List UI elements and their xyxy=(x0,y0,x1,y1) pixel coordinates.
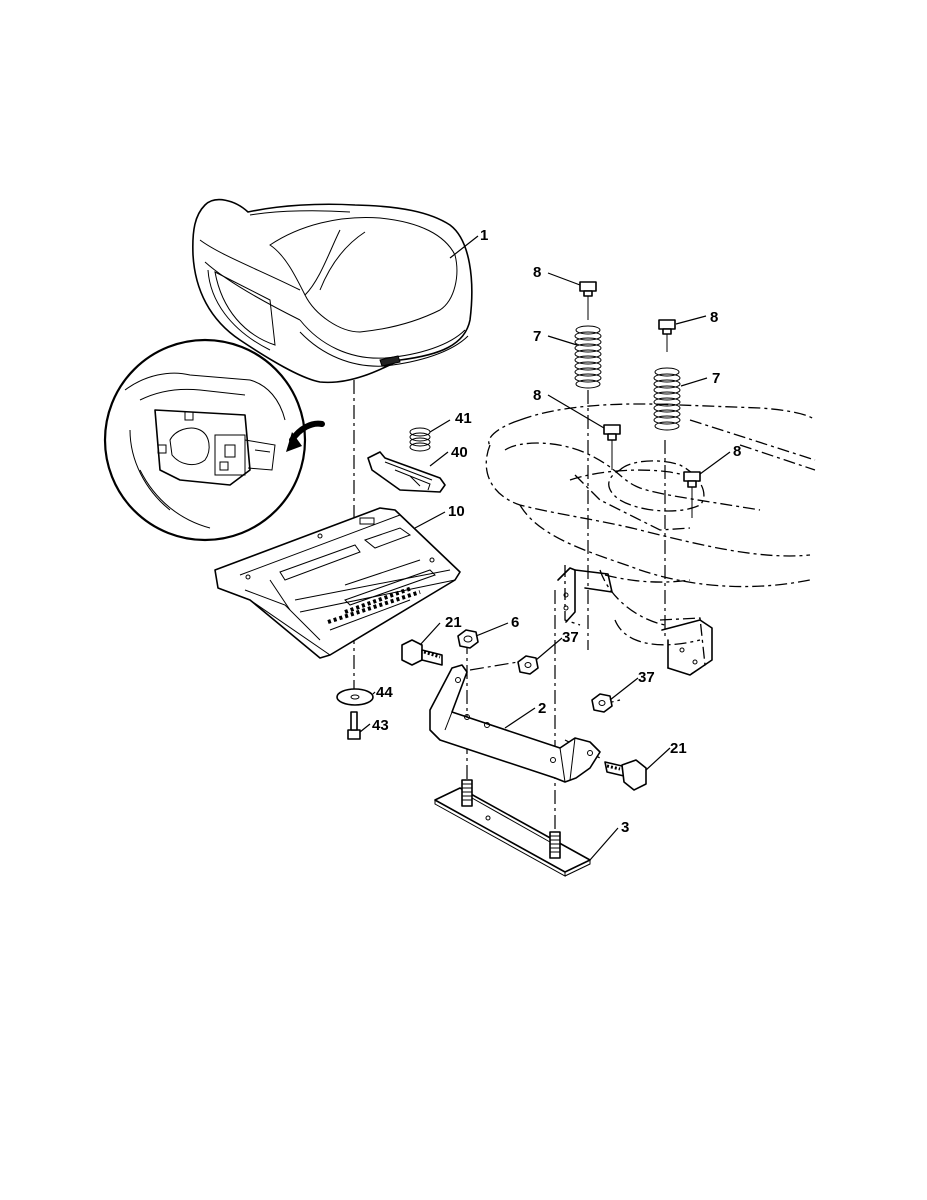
frame-outline xyxy=(485,403,816,677)
callout-6: 6 xyxy=(511,614,519,631)
callout-7-left: 7 xyxy=(533,328,541,345)
leader-lines xyxy=(359,235,731,861)
callout-8-top-left: 8 xyxy=(533,264,541,281)
bolt-8-top-left xyxy=(579,281,597,320)
callout-8-top-right: 8 xyxy=(710,309,718,326)
latch-plate-40 xyxy=(367,451,446,493)
washer-44 xyxy=(336,688,374,706)
callout-2: 2 xyxy=(538,700,546,717)
callout-41: 41 xyxy=(455,410,472,427)
callout-21-right: 21 xyxy=(670,740,687,757)
callout-10: 10 xyxy=(448,503,465,520)
callout-labels: 1 8 8 7 7 8 8 41 40 10 21 6 37 37 44 2 4… xyxy=(372,227,741,836)
shoulder-bolt-21-left xyxy=(401,639,443,666)
frame-bracket-right xyxy=(661,619,713,676)
spring-41 xyxy=(409,427,431,452)
bolt-8-mid-left xyxy=(603,424,621,470)
callout-8-mid-right: 8 xyxy=(733,443,741,460)
spring-7-left xyxy=(574,325,602,389)
callout-43: 43 xyxy=(372,717,389,734)
base-plate-3 xyxy=(434,779,591,877)
nut-37-left xyxy=(517,655,539,675)
bracket-2 xyxy=(429,664,601,783)
bolt-8-top-right xyxy=(658,319,676,352)
frame-bracket-left xyxy=(557,567,613,623)
callout-40: 40 xyxy=(451,444,468,461)
callout-7-right: 7 xyxy=(712,370,720,387)
bolt-8-mid-right xyxy=(683,471,701,518)
shoulder-bolt-21-right xyxy=(604,759,647,791)
callout-44: 44 xyxy=(376,684,393,701)
nut-37-right xyxy=(591,693,613,713)
detail-view-seat-latch xyxy=(103,338,325,542)
callout-21-left: 21 xyxy=(445,614,462,631)
nut-6 xyxy=(457,629,479,649)
seat-pan-10 xyxy=(214,507,461,659)
bolt-43 xyxy=(347,711,361,740)
callout-3: 3 xyxy=(621,819,629,836)
callout-8-mid-left: 8 xyxy=(533,387,541,404)
callout-1: 1 xyxy=(480,227,488,244)
seat xyxy=(192,198,473,384)
callout-37-right: 37 xyxy=(638,669,655,686)
callout-37-left: 37 xyxy=(562,629,579,646)
spring-7-right xyxy=(653,367,681,431)
